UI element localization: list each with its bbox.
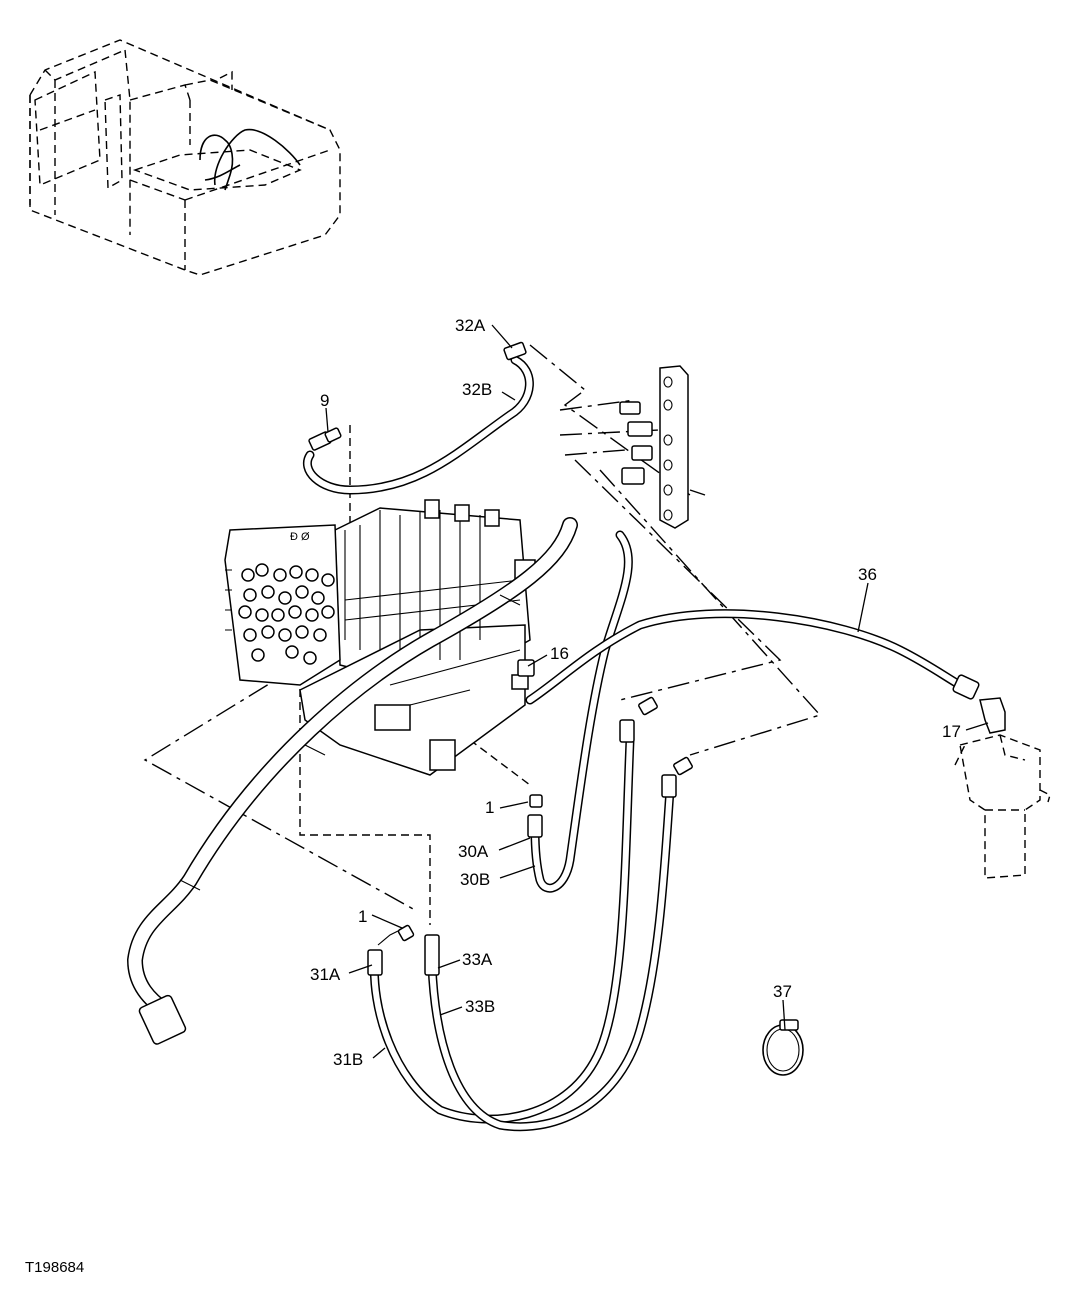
large-hose-assembly xyxy=(127,517,578,1045)
pilot-valve-block: Ð Ø xyxy=(224,524,341,686)
callout-1-upper: 1 xyxy=(485,798,494,817)
callout-30B: 30B xyxy=(460,870,490,889)
hose-32 xyxy=(303,341,534,495)
hose-clamp xyxy=(762,1019,804,1076)
callout-32A: 32A xyxy=(455,316,486,335)
svg-text:Ð Ø: Ð Ø xyxy=(290,531,310,543)
callout-33B: 33B xyxy=(465,997,495,1016)
callout-30A: 30A xyxy=(458,842,489,861)
callout-16: 16 xyxy=(550,644,569,663)
callout-31B: 31B xyxy=(333,1050,363,1069)
machine-locator-view xyxy=(29,39,341,276)
hose-30 xyxy=(527,530,633,893)
hose-33 xyxy=(424,756,693,1132)
leader-lines xyxy=(325,324,989,1059)
control-valve-block xyxy=(299,499,536,776)
hose-31 xyxy=(367,696,658,1124)
callout-33A: 33A xyxy=(462,950,493,969)
callout-17: 17 xyxy=(942,722,961,741)
callout-1-lower: 1 xyxy=(358,907,367,926)
callout-37: 37 xyxy=(773,982,792,1001)
callout-32B: 32B xyxy=(462,380,492,399)
filter-assembly xyxy=(954,734,1051,879)
fittings xyxy=(397,659,1006,942)
callout-31A: 31A xyxy=(310,965,341,984)
callout-36: 36 xyxy=(858,565,877,584)
manifold-plate xyxy=(619,365,689,529)
callout-labels: 32A 32B 9 16 36 17 1 30A 30B 1 31A 33A 3… xyxy=(310,316,961,1069)
callout-9: 9 xyxy=(320,391,329,410)
figure-id: T198684 xyxy=(25,1259,84,1276)
hose-36 xyxy=(525,609,980,705)
